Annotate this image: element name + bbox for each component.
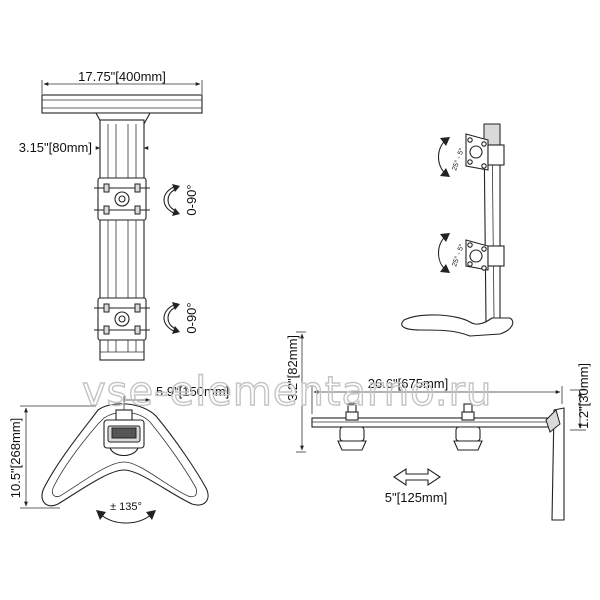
swivel-arrow-upper bbox=[437, 137, 450, 177]
lower-bracket bbox=[94, 297, 150, 341]
upper-bracket bbox=[94, 177, 150, 221]
swivel-label-lower: 25° - 5° bbox=[450, 243, 466, 268]
rotation-label: ± 135° bbox=[110, 501, 142, 513]
side-mount-left bbox=[337, 403, 367, 451]
watermark: vse-elementarno.ru bbox=[82, 369, 492, 415]
tilt-label-upper: 0-90° bbox=[184, 184, 199, 215]
offset-dimension: 5.9"[150mm] bbox=[123, 384, 229, 410]
length-dimension-label: 26.6"[675mm] bbox=[368, 376, 449, 391]
swivel-arrow-lower bbox=[437, 233, 450, 273]
width-dimension-label: 17.75"[400mm] bbox=[78, 69, 166, 84]
tilt-arrow-upper bbox=[163, 184, 180, 216]
side-view: 3.2"[82mm] 26.6"[675mm] 1.2"[30mm] 5"[12… bbox=[285, 331, 591, 521]
side-pole bbox=[545, 407, 565, 521]
offset-dimension-label: 5.9"[150mm] bbox=[156, 384, 229, 399]
depth-dimension: 10.5"[268mm] bbox=[8, 405, 96, 509]
rotation-arrow: ± 135° bbox=[96, 501, 156, 524]
side-mount-right bbox=[453, 403, 483, 451]
perspective-base bbox=[401, 314, 514, 337]
front-view: 17.75"[400mm] 3.15"[80mm] bbox=[19, 69, 203, 361]
vesa-plate-lower bbox=[465, 239, 505, 271]
tilt-arrow-lower bbox=[163, 302, 180, 334]
length-dimension: 26.6"[675mm] bbox=[311, 376, 563, 414]
slide-label: 5"[125mm] bbox=[385, 490, 447, 505]
swivel-label-upper: 25° - 5° bbox=[450, 147, 466, 172]
clamp-dimension-label: 1.2"[30mm] bbox=[576, 363, 591, 429]
height-dimension: 3.2"[82mm] bbox=[285, 331, 306, 453]
slide-arrow: 5"[125mm] bbox=[385, 467, 447, 505]
base-view: 5.9"[150mm] 10.5"[268mm] ± 135° bbox=[8, 384, 229, 524]
column-dimension: 3.15"[80mm] bbox=[19, 140, 149, 155]
tilt-label-lower: 0-90° bbox=[184, 302, 199, 333]
clamp-dimension: 1.2"[30mm] bbox=[570, 363, 591, 431]
perspective-view: 25° - 5° 25° - 5° bbox=[401, 123, 514, 337]
width-dimension: 17.75"[400mm] bbox=[41, 69, 203, 94]
base-clamp bbox=[103, 409, 145, 457]
column-dimension-label: 3.15"[80mm] bbox=[19, 140, 92, 155]
depth-dimension-label: 10.5"[268mm] bbox=[8, 418, 23, 499]
vesa-plate-upper bbox=[465, 133, 505, 171]
height-dimension-label: 3.2"[82mm] bbox=[285, 335, 300, 401]
